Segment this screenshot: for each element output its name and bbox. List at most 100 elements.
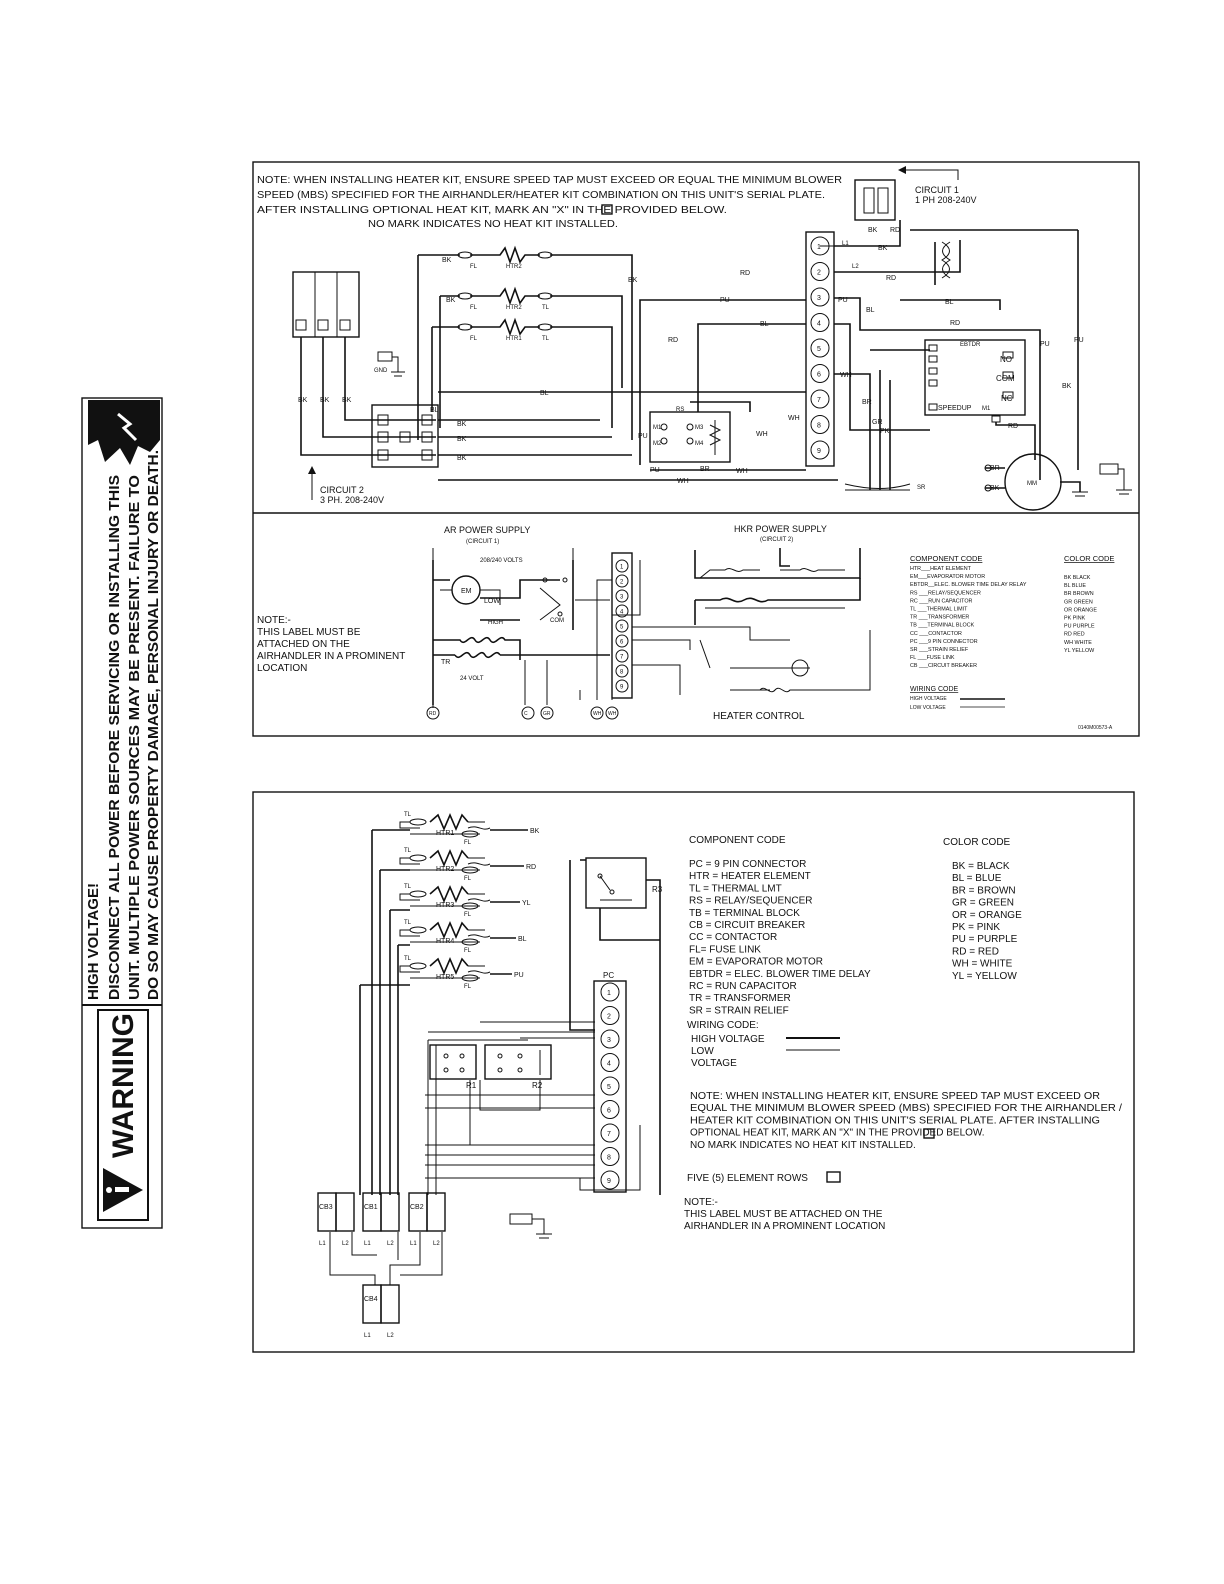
bottom-color-code-item: BK = BLACK: [952, 861, 1010, 872]
bottom-component-code-title: COMPONENT CODE: [689, 835, 786, 846]
wire-label-br-1: BR: [700, 466, 710, 473]
breaker-label: CB2: [410, 1204, 424, 1211]
htr-label-top-3: HTR1: [506, 336, 522, 342]
heat-kit-mark-box[interactable]: [601, 204, 613, 215]
bottom-wiring-low-1: LOW: [691, 1046, 714, 1057]
part-number: 0140M00573-A: [1078, 725, 1113, 731]
bottom-pc-pin-number: 3: [607, 1037, 611, 1044]
wire-label-bl-1: BL: [760, 321, 769, 328]
pc-pin: [810, 415, 830, 434]
tl-label: TL: [404, 848, 412, 854]
schematic-pin: [615, 604, 629, 618]
wire-label-bk-7: BK: [298, 397, 308, 404]
breaker-l2: L2: [433, 1241, 440, 1247]
warning-line-1: HIGH VOLTAGE!: [85, 883, 102, 1000]
component-code-item: HTR___HEAT ELEMENT: [910, 566, 972, 572]
five-rows-box[interactable]: [826, 1171, 841, 1183]
color-code-item: RD RED: [1064, 632, 1085, 638]
low-label: LOW: [484, 598, 500, 605]
heater-wire: [410, 893, 491, 907]
heater-lead: [399, 965, 420, 973]
high-label: HIGH: [488, 620, 503, 626]
pc-connector-top: [805, 231, 835, 467]
warning-label: WARNING HIGH VOLTAGE! DISCONNECT ALL POW…: [81, 397, 163, 1229]
pc-pin: [810, 364, 830, 383]
pc-pin: [810, 262, 830, 281]
wire-label-pu-2: PU: [838, 297, 848, 304]
fl-label: FL: [464, 912, 472, 918]
schematic-pin-number: 1: [620, 565, 624, 571]
schematic-pin-number: 3: [620, 595, 624, 601]
wire-label-bk-13: BK: [990, 485, 1000, 492]
pc-pin: [810, 338, 830, 358]
heater-lead: [399, 929, 420, 937]
heater-wire: [410, 965, 491, 979]
wire-label-bk-1: BK: [442, 257, 452, 264]
tr-label: TR: [441, 659, 450, 666]
ar-power-title: AR POWER SUPPLY: [444, 525, 530, 535]
wire-label-pu-5: PU: [638, 433, 648, 440]
wire-label-rd-6: RD: [1008, 423, 1018, 430]
heater-lead: [399, 857, 420, 865]
wire-label-bl-3: BL: [866, 307, 875, 314]
component-code-item: PC ___9 PIN CONNECTOR: [910, 639, 978, 645]
bottom-color-code-item: RD = RED: [952, 946, 999, 957]
wire-label-wh-2: WH: [788, 415, 800, 422]
m2-label: M2: [653, 441, 662, 447]
heater-wire-label: RD: [526, 864, 536, 871]
bottom-component-code-item: HTR = HEATER ELEMENT: [689, 871, 811, 882]
thermal-limit-icon: [409, 890, 427, 898]
schematic-terminal: [590, 706, 604, 720]
wire-label-bl-4: BL: [945, 299, 954, 306]
rs-label: RS: [676, 407, 684, 413]
fl-label: FL: [464, 876, 472, 882]
bottom-component-code-item: PC = 9 PIN CONNECTOR: [689, 859, 806, 870]
heater-lead: [399, 821, 420, 829]
top-note-line-4: NO MARK INDICATES NO HEAT KIT INSTALLED.: [368, 218, 618, 230]
fl-label: FL: [464, 948, 472, 954]
tl-label: TL: [404, 812, 412, 818]
wire-label-bk-12: BK: [1062, 383, 1072, 390]
bottom-heat-kit-mark-box[interactable]: [923, 1128, 935, 1139]
ebtdr-m1: M1: [982, 406, 991, 412]
pc-pin-number: 2: [817, 270, 821, 277]
bottom-pc-pin-number: 1: [607, 990, 611, 997]
breaker-l1: L1: [410, 1241, 417, 1247]
pc-pin-number: 9: [817, 448, 821, 455]
wire-label-bk-3: BK: [446, 297, 456, 304]
breaker-label: CB4: [364, 1296, 378, 1303]
top-note-line-3: AFTER INSTALLING OPTIONAL HEAT KIT, MARK…: [257, 204, 727, 216]
bottom-pc-pin: [600, 1100, 620, 1119]
top-wiring-diagram: NOTE: WHEN INSTALLING HEATER KIT, ENSURE…: [252, 161, 1140, 737]
component-code-item: TB ___TERMINAL BLOCK: [910, 623, 975, 629]
bottom-pc-pin: [600, 1006, 620, 1025]
relay-board-r1: [429, 1044, 477, 1080]
bottom-pc-pin-number: 5: [607, 1084, 611, 1091]
tl-label: TL: [404, 920, 412, 926]
schematic-pin-number: 4: [620, 610, 624, 616]
thermal-limit-icon: [409, 818, 427, 826]
wire-label-wh-5: WH: [756, 431, 768, 438]
relay-r1-label: R1: [466, 1081, 477, 1090]
schematic-note-2: THIS LABEL MUST BE: [257, 627, 361, 638]
bottom-color-code-item: OR = ORANGE: [952, 910, 1022, 921]
bottom-ground-icon: [509, 1213, 552, 1239]
pc-pin-number: 7: [817, 397, 821, 404]
wire-label-pu-6: PU: [650, 467, 660, 474]
wire-label-bl-2: BL: [540, 390, 549, 397]
schematic-terminal: [426, 706, 440, 720]
bottom-color-code-item: YL = YELLOW: [952, 971, 1017, 982]
wiring-code-title: WIRING CODE: [910, 686, 959, 693]
breaker-l1: L1: [364, 1241, 371, 1247]
bottom-component-code-item: TB = TERMINAL BLOCK: [689, 908, 800, 919]
thermal-limit-icon: [409, 854, 427, 862]
heater-element-icon: [429, 920, 469, 940]
schematic-pin: [615, 619, 629, 633]
thermal-limit-icon: [409, 962, 427, 970]
component-code-item: CC ___CONTACTOR: [910, 631, 962, 637]
